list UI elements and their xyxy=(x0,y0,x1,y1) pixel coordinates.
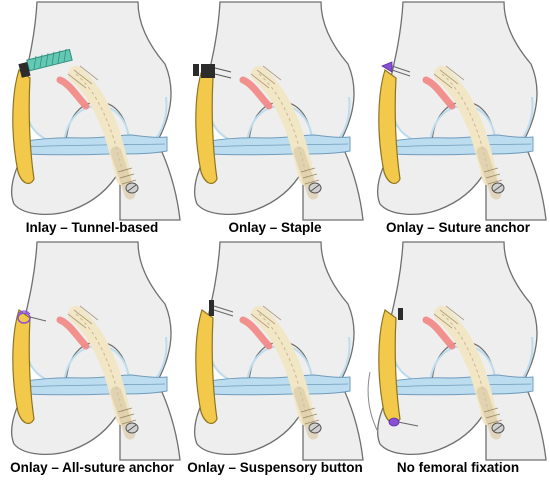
panel-anchor: Onlay – Suture anchor xyxy=(378,2,546,235)
staple-device xyxy=(193,64,232,79)
panel-caption: Onlay – Staple xyxy=(228,220,322,235)
suture-anchor-device xyxy=(381,61,411,77)
panel-allsuture: Onlay – All-suture anchor xyxy=(10,242,180,475)
tunnel-screw-device xyxy=(18,48,73,78)
knee-illustration xyxy=(12,242,180,460)
panel-tunnel: Inlay – Tunnel-based xyxy=(12,2,180,235)
panel-caption: Onlay – Suspensory button xyxy=(187,460,363,475)
knee-illustration xyxy=(195,242,363,460)
knee-illustration xyxy=(195,2,363,220)
knee-illustration xyxy=(12,2,180,220)
panel-button: Onlay – Suspensory button xyxy=(187,242,363,475)
panel-caption: No femoral fixation xyxy=(397,460,519,475)
panel-caption: Onlay – Suture anchor xyxy=(386,220,531,235)
knee-illustration xyxy=(378,2,546,220)
knee-illustration xyxy=(378,242,546,460)
all-suture-anchor-device xyxy=(17,310,47,324)
panel-staple: Onlay – Staple xyxy=(193,2,363,235)
panel-caption: Inlay – Tunnel-based xyxy=(26,220,159,235)
suspensory-button-device xyxy=(209,300,234,317)
tibial-fixation-only xyxy=(367,308,419,433)
panel-caption: Onlay – All-suture anchor xyxy=(10,460,175,475)
panel-none: No femoral fixation xyxy=(367,242,546,475)
